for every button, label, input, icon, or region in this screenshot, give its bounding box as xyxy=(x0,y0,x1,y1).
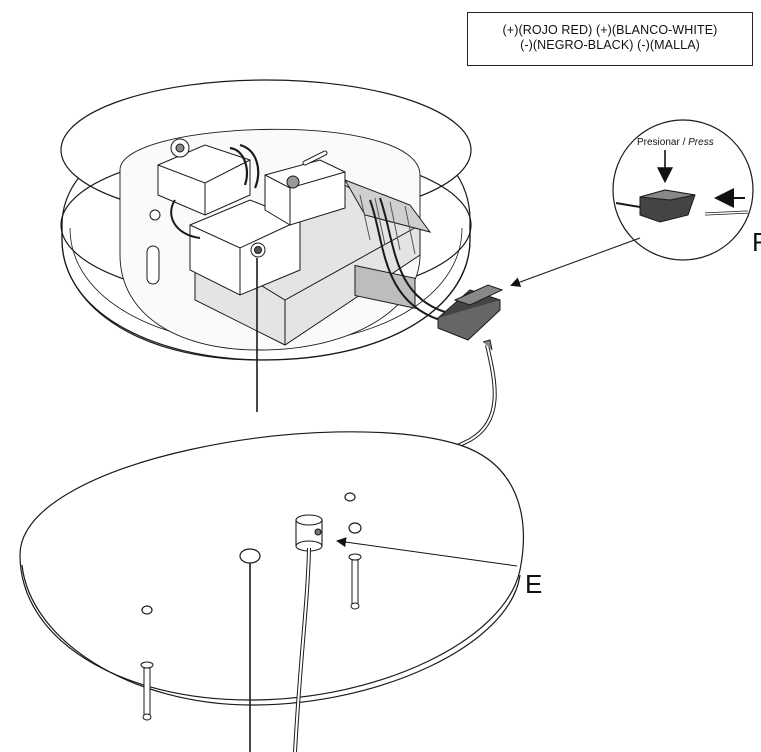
legend-line-2: (-)(NEGRO-BLACK) (-)(MALLA) xyxy=(520,38,700,52)
canopy-plate xyxy=(19,431,524,706)
quick-connector xyxy=(437,284,504,341)
gland-leader-arrow xyxy=(336,537,518,567)
legend-line-1: (+)(ROJO RED) (+)(BLANCO-WHITE) xyxy=(502,23,718,37)
cable-gland xyxy=(295,514,323,552)
press-label: Presionar / Press xyxy=(637,137,714,148)
callout-f: F xyxy=(752,227,761,257)
screws xyxy=(140,553,362,721)
driver-assembly xyxy=(146,138,446,346)
connector-leader-arrow xyxy=(510,237,641,287)
press-label-es: Presionar / xyxy=(637,137,686,148)
connector-detail xyxy=(612,119,754,261)
wiring-legend: (+)(ROJO RED) (+)(BLANCO-WHITE) (-)(NEGR… xyxy=(467,12,753,66)
callout-e: E xyxy=(525,569,543,599)
press-label-en: Press xyxy=(688,137,714,148)
